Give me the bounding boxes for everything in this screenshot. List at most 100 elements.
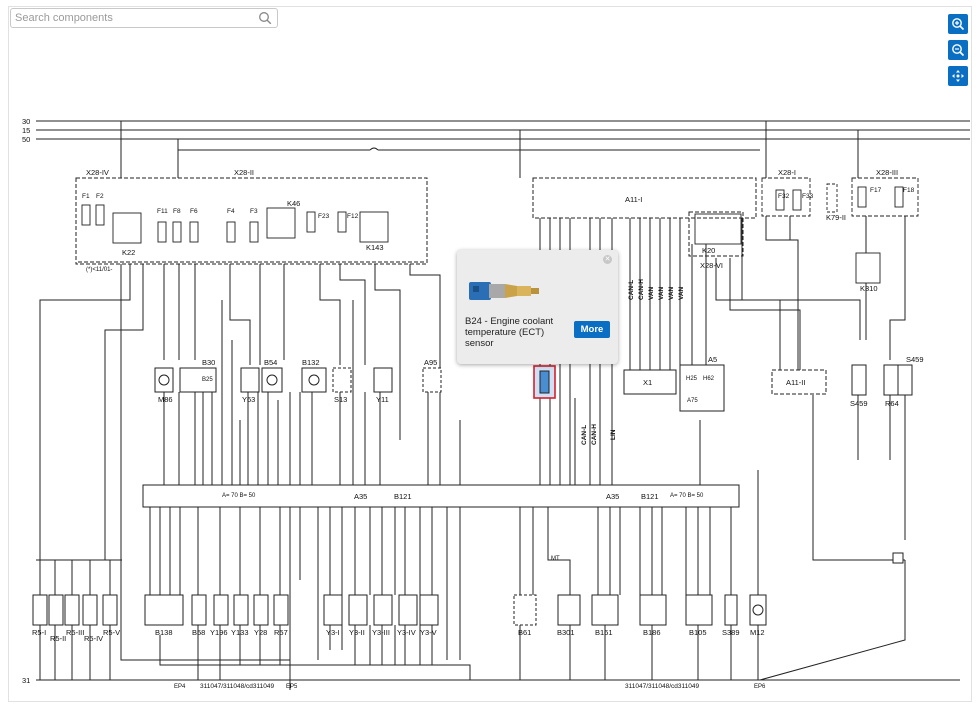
zoom-out-button[interactable] bbox=[948, 40, 968, 60]
connector-b121-a: B121 bbox=[394, 492, 412, 501]
close-icon[interactable]: ✕ bbox=[603, 255, 612, 264]
component-y3-ii: Y3-II bbox=[349, 628, 365, 637]
fuse-f17: F17 bbox=[870, 187, 882, 194]
component-s459-right: S459 bbox=[906, 355, 924, 364]
fuse-f23: F23 bbox=[318, 213, 330, 220]
fit-view-icon bbox=[952, 70, 964, 82]
component-r5-iv: R5-IV bbox=[84, 634, 103, 643]
component-y63: Y63 bbox=[242, 395, 255, 404]
bus-van-1: VAN bbox=[648, 286, 655, 300]
connector-a5: A5 bbox=[708, 355, 717, 364]
more-button[interactable]: More bbox=[574, 321, 610, 338]
reference-left: 311047/311048/cd311049 bbox=[200, 683, 274, 690]
fuse-f3: F3 bbox=[250, 208, 258, 215]
bus-van-4: VAN bbox=[678, 286, 685, 300]
connector-a11-i: A11-I bbox=[625, 195, 642, 204]
rail-label-31: 31 bbox=[22, 676, 30, 685]
fuse-f8: F8 bbox=[173, 208, 181, 215]
component-r64: R64 bbox=[885, 399, 899, 408]
bus-can-h-top: CAN-H bbox=[638, 279, 645, 300]
bus-mt: MT bbox=[551, 556, 560, 562]
fuse-f33: F33 bbox=[802, 193, 814, 200]
component-y11: Y11 bbox=[376, 395, 389, 404]
component-b61: B61 bbox=[518, 628, 531, 637]
ground-ep6: EP6 bbox=[754, 684, 766, 690]
component-r5-ii: R5-II bbox=[50, 634, 66, 643]
relay-k310: K310 bbox=[860, 284, 878, 293]
component-b54: B54 bbox=[264, 358, 277, 367]
fuse-f4: F4 bbox=[227, 208, 235, 215]
connector-x28-vi: X28-VI bbox=[700, 261, 723, 270]
component-b301: B301 bbox=[557, 628, 575, 637]
ground-ep5: EP5 bbox=[286, 684, 298, 690]
bus-van-3: VAN bbox=[668, 286, 675, 300]
component-b25: B25 bbox=[202, 377, 213, 383]
component-y196: Y196 bbox=[210, 628, 228, 637]
relay-k143: K143 bbox=[366, 243, 384, 252]
connector-x28-iv: X28-IV bbox=[86, 168, 109, 177]
sensor-thumbnail-image bbox=[469, 282, 539, 300]
search-input[interactable] bbox=[15, 10, 245, 26]
connector-x28-ii: X28-II bbox=[234, 168, 254, 177]
component-y3-i: Y3-I bbox=[326, 628, 340, 637]
component-popup: ✕ B24 - Engine coolant temperature (ECT)… bbox=[457, 250, 618, 364]
fuse-f18: F18 bbox=[903, 187, 915, 194]
component-h62: H62 bbox=[703, 376, 715, 382]
ab-note-right: A= 70 B= 50 bbox=[670, 493, 704, 499]
zoom-out-icon bbox=[952, 44, 965, 57]
component-r5-iii: R5-III bbox=[66, 628, 84, 637]
component-h25: H25 bbox=[686, 376, 698, 382]
component-s389: S389 bbox=[722, 628, 740, 637]
component-r57: R57 bbox=[274, 628, 288, 637]
component-m12: M12 bbox=[750, 628, 765, 637]
component-b105: B105 bbox=[689, 628, 707, 637]
fuse-f2: F2 bbox=[96, 193, 104, 200]
component-s459-left: S459 bbox=[850, 399, 868, 408]
fit-view-button[interactable] bbox=[948, 66, 968, 86]
component-b132: B132 bbox=[302, 358, 320, 367]
bus-van-2: VAN bbox=[658, 286, 665, 300]
relay-k79-ii: K79-II bbox=[826, 213, 846, 222]
rail-label-15: 15 bbox=[22, 126, 30, 135]
zoom-in-icon bbox=[952, 18, 965, 31]
search-icon[interactable] bbox=[258, 11, 272, 25]
component-a75: A75 bbox=[687, 398, 698, 404]
bus-can-l-top: CAN-L bbox=[628, 280, 635, 300]
popup-title: B24 - Engine coolant temperature (ECT) s… bbox=[465, 316, 554, 349]
component-b161: B161 bbox=[595, 628, 613, 637]
ground-ep4: EP4 bbox=[174, 684, 186, 690]
zoom-in-button[interactable] bbox=[948, 14, 968, 34]
connector-a11-ii: A11-II bbox=[786, 378, 805, 387]
reference-right: 311047/311048/cd311049 bbox=[625, 683, 699, 690]
relay-k46: K46 bbox=[287, 199, 300, 208]
connector-a35-left: A35 bbox=[354, 492, 367, 501]
connector-a35-right: A35 bbox=[606, 492, 619, 501]
component-b58: B58 bbox=[192, 628, 205, 637]
fuse-f32: F32 bbox=[778, 193, 790, 200]
rail-label-50: 50 bbox=[22, 135, 30, 144]
search-box[interactable] bbox=[10, 8, 278, 28]
connector-x28-iii: X28-III bbox=[876, 168, 898, 177]
component-b138: B138 bbox=[155, 628, 173, 637]
component-y3-iv: Y3-IV bbox=[397, 628, 416, 637]
ab-note-left: A= 70 B= 50 bbox=[222, 493, 256, 499]
rail-label-30: 30 bbox=[22, 117, 30, 126]
fuse-f6: F6 bbox=[190, 208, 198, 215]
fuse-f11: F11 bbox=[157, 208, 168, 215]
component-b30: B30 bbox=[202, 358, 215, 367]
component-m86: M86 bbox=[158, 395, 173, 404]
connector-b121-b: B121 bbox=[641, 492, 659, 501]
bus-can-h-bottom: CAN-H bbox=[591, 424, 598, 445]
component-y28: Y28 bbox=[254, 628, 267, 637]
component-y133: Y133 bbox=[231, 628, 249, 637]
relay-k22: K22 bbox=[122, 248, 135, 257]
bus-can-l-bottom: CAN-L bbox=[581, 425, 588, 445]
connector-x28-i: X28-I bbox=[778, 168, 796, 177]
connector-x1: X1 bbox=[643, 378, 652, 387]
component-s13: S13 bbox=[334, 395, 347, 404]
fuse-f1: F1 bbox=[82, 193, 90, 200]
date-note: (*)<11/01- bbox=[86, 267, 112, 273]
fuse-f12: F12 bbox=[347, 213, 359, 220]
component-y3-iii: Y3-III bbox=[372, 628, 390, 637]
